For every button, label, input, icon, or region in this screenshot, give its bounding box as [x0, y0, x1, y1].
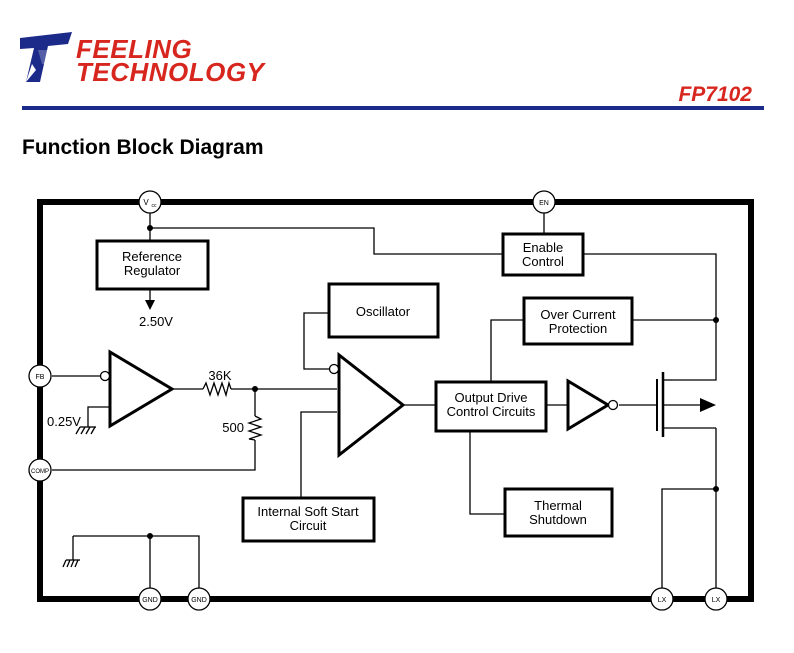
pin-en-label: EN — [539, 200, 549, 207]
ic-package-outline — [37, 199, 754, 602]
switch-arrow-icon — [700, 398, 716, 412]
enable-control-block: Enable Control — [501, 232, 585, 277]
thermal-shutdown-label-line2: Shutdown — [529, 512, 587, 527]
pin-lx-1-label: LX — [658, 597, 667, 604]
output-drive-label-line2: Control Circuits — [447, 404, 536, 419]
pin-en: EN — [532, 190, 556, 214]
gate-driver-buffer — [566, 378, 611, 432]
output-drive-label-line1: Output Drive — [455, 390, 528, 405]
over-current-label-line2: Protection — [549, 321, 608, 336]
error-amp-inverting-bubble — [99, 370, 111, 382]
resistor-500 — [246, 415, 264, 441]
over-current-label-line1: Over Current — [540, 307, 616, 322]
header-rule — [22, 106, 764, 110]
enable-control-label-line1: Enable — [523, 240, 563, 255]
soft-start-label-line1: Internal Soft Start — [257, 504, 359, 519]
enable-control-label-line2: Control — [522, 254, 564, 269]
over-current-protection-block: Over Current Protection — [522, 296, 634, 346]
junction-dots — [147, 225, 719, 539]
pin-lx-2: LX — [704, 587, 728, 611]
resistor-36k-label: 36K — [208, 368, 231, 383]
reference-regulator-label-line1: Reference — [122, 249, 182, 264]
pin-lx-2-label: LX — [712, 597, 721, 604]
reference-regulator-block: Reference Regulator — [95, 239, 210, 291]
fb-reference-voltage-label: 0.25V — [47, 414, 81, 429]
reference-regulator-label-line2: Regulator — [124, 263, 181, 278]
soft-start-label-line2: Circuit — [290, 518, 327, 533]
pin-vcc-label-main: V — [143, 198, 149, 207]
pin-lx-1: LX — [650, 587, 674, 611]
resistor-36k — [202, 380, 232, 398]
pin-gnd-2: GND — [187, 587, 211, 611]
pin-comp-label: COMP — [31, 469, 49, 475]
feeling-technology-logo-icon — [20, 32, 72, 82]
pin-gnd-1-label: GND — [142, 597, 158, 604]
brand-name-line1: FEELING — [76, 34, 193, 64]
pin-fb-label: FB — [36, 374, 45, 381]
pin-fb: FB — [28, 364, 52, 388]
thermal-shutdown-label-line1: Thermal — [534, 498, 582, 513]
error-amplifier — [108, 349, 175, 429]
section-title: Function Block Diagram — [22, 136, 264, 159]
comparator-inverting-bubble — [328, 363, 340, 375]
wires — [52, 212, 717, 589]
buffer-inverting-bubble — [607, 399, 619, 411]
company-logo — [18, 30, 74, 93]
part-number: FP7102 — [678, 83, 752, 106]
thermal-shutdown-block: Thermal Shutdown — [503, 487, 614, 538]
internal-soft-start-block: Internal Soft Start Circuit — [241, 496, 376, 543]
output-drive-control-block: Output Drive Control Circuits — [434, 380, 548, 433]
vref-arrow-icon — [145, 300, 155, 310]
oscillator-label: Oscillator — [356, 304, 411, 319]
vref-output-label: 2.50V — [139, 314, 173, 329]
oscillator-block: Oscillator — [327, 282, 440, 339]
brand-name-line2: TECHNOLOGY — [76, 57, 265, 87]
pin-vcc: V cc — [138, 190, 162, 214]
resistor-500-label: 500 — [222, 420, 244, 435]
pin-vcc-label-sub: cc — [152, 203, 158, 209]
pwm-comparator — [337, 351, 406, 459]
pin-gnd-1: GND — [138, 587, 162, 611]
pin-comp: COMP — [28, 458, 52, 482]
pin-gnd-2-label: GND — [191, 597, 207, 604]
